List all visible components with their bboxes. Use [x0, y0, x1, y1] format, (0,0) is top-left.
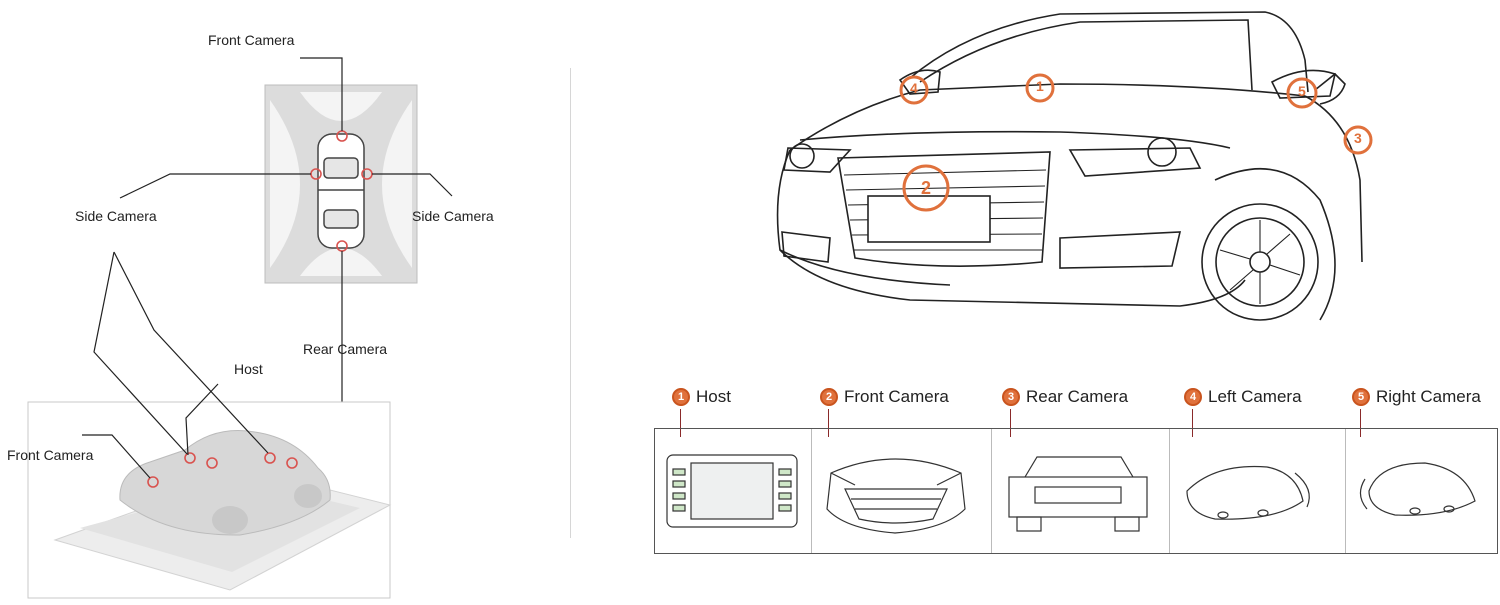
marker-2-number: 2	[921, 178, 932, 198]
marker-1-number: 1	[1036, 78, 1044, 94]
legend-rear-camera-label: Rear Camera	[1026, 387, 1129, 406]
car-front-illustration	[776, 11, 1373, 321]
perspective-leaders	[82, 251, 269, 479]
marker-3-number: 3	[1354, 130, 1362, 146]
parts-cell-3	[991, 429, 992, 553]
host-label: Host	[234, 361, 263, 377]
legend-front-camera-label: Front Camera	[844, 387, 949, 406]
front-camera-drawing	[826, 458, 966, 534]
fov-left	[270, 100, 300, 268]
badge-5: 5	[1352, 388, 1370, 406]
top-side-camera-left-label: Side Camera	[75, 208, 157, 224]
badge-4: 4	[1184, 388, 1202, 406]
fov-right	[382, 100, 412, 268]
top-front-camera-label: Front Camera	[208, 32, 295, 48]
legend-right-camera-label: Right Camera	[1376, 387, 1481, 406]
fov-front	[300, 92, 382, 121]
top-side-camera-right-label: Side Camera	[412, 208, 494, 224]
badge-1: 1	[672, 388, 690, 406]
parts-illustrations	[666, 454, 1476, 534]
legend-left-camera-label: Left Camera	[1208, 387, 1302, 406]
badge-3: 3	[1002, 388, 1020, 406]
car-position-markers	[899, 73, 1373, 212]
legend-left-camera: 4 Left Camera	[1184, 385, 1302, 409]
rear-camera-label: Rear Camera	[303, 341, 388, 357]
host-unit-drawing	[666, 454, 798, 528]
legend-front-camera: 2 Front Camera	[820, 385, 949, 409]
badge-2: 2	[820, 388, 838, 406]
fov-rear	[300, 248, 382, 276]
parts-cell-5	[1345, 429, 1346, 553]
legend-host: 1 Host	[672, 385, 731, 409]
tick-rear	[1010, 409, 1011, 437]
marker-4-number: 4	[910, 80, 918, 96]
marker-5-number: 5	[1298, 83, 1306, 99]
legend-host-label: Host	[696, 387, 731, 406]
top-view-car	[317, 133, 365, 249]
rear-camera-drawing	[1008, 456, 1148, 532]
tick-host	[680, 409, 681, 437]
perspective-front-camera-label: Front Camera	[7, 447, 94, 463]
parts-cell-2	[811, 429, 812, 553]
legend-rear-camera: 3 Rear Camera	[1002, 385, 1128, 409]
perspective-camera-dots	[147, 452, 298, 488]
section-divider	[570, 68, 571, 538]
left-diagram	[27, 57, 453, 599]
left-camera-drawing	[1186, 465, 1310, 520]
legend-right-camera: 5 Right Camera	[1352, 385, 1481, 409]
tick-left	[1192, 409, 1193, 437]
parts-cell-4	[1169, 429, 1170, 553]
tick-right	[1360, 409, 1361, 437]
parts-panel	[654, 428, 1498, 554]
right-camera-drawing	[1359, 462, 1476, 516]
tick-front	[828, 409, 829, 437]
perspective-car	[119, 429, 331, 536]
